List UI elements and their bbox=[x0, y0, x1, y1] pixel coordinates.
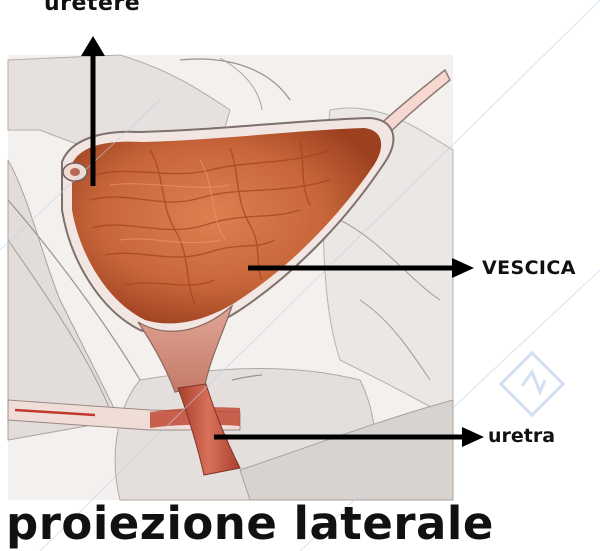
figure-caption: proiezione laterale bbox=[6, 497, 494, 550]
ureter-label: uretere bbox=[44, 0, 140, 16]
watermark-logo bbox=[501, 353, 563, 415]
urethra-label: uretra bbox=[488, 425, 555, 447]
bladder-label: VESCICA bbox=[482, 257, 576, 279]
